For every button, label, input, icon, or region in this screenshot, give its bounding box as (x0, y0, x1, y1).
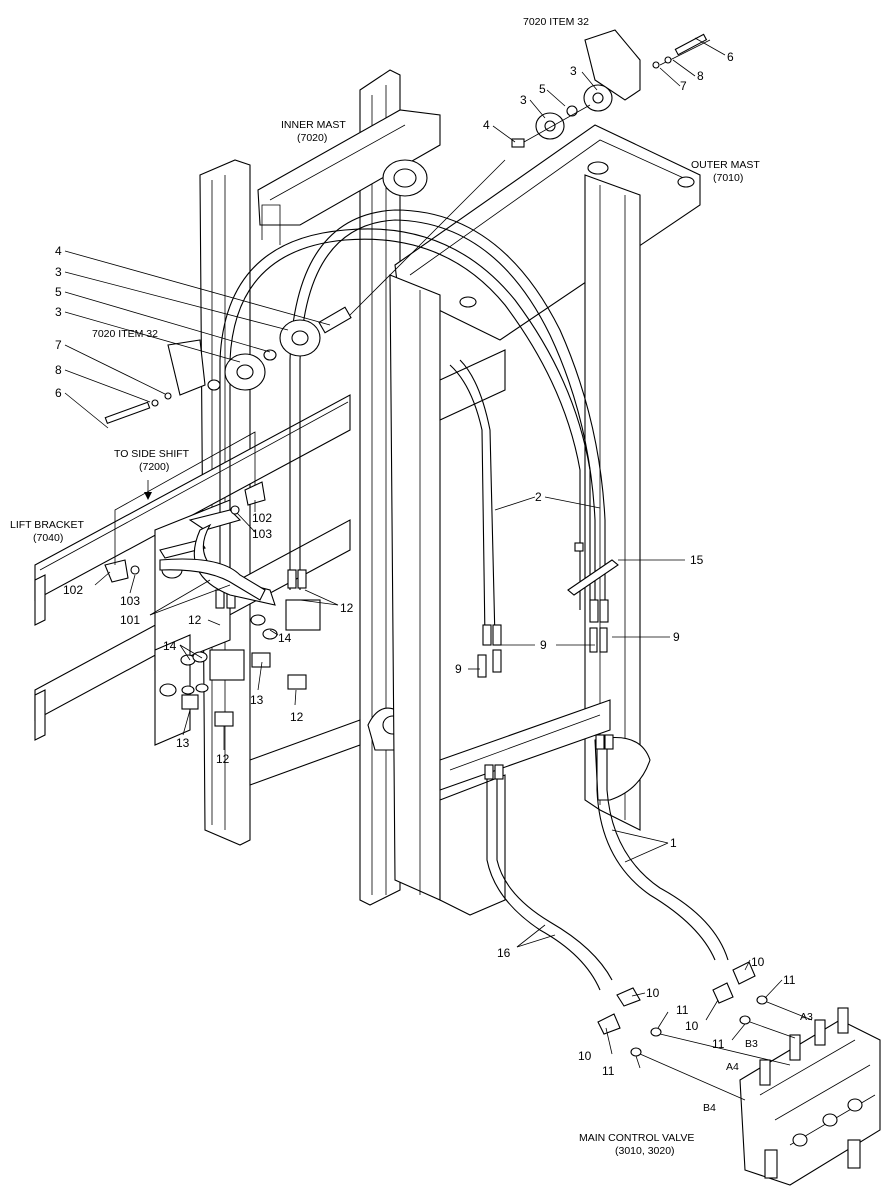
callout-3: 3 (570, 64, 577, 78)
outer-mast (389, 124, 701, 916)
caption-inner-mast: INNER MAST (281, 119, 346, 131)
callout-16: 16 (497, 946, 511, 960)
port-b3: B3 (745, 1038, 758, 1050)
caption-item32-top: 7020 ITEM 32 (523, 16, 589, 28)
port-a4: A4 (726, 1061, 739, 1073)
callout-7: 7 (55, 338, 62, 352)
callout-8: 8 (55, 363, 62, 377)
callout-6: 6 (727, 50, 734, 64)
hoses (219, 209, 729, 991)
callout-7: 7 (680, 79, 687, 93)
caption-item32-left: 7020 ITEM 32 (92, 328, 158, 340)
callout-102: 102 (252, 511, 272, 525)
callout-11: 11 (602, 1064, 615, 1078)
callout-8: 8 (697, 69, 704, 83)
caption-lift-bracket-num: (7040) (33, 532, 63, 544)
callout-101: 101 (120, 613, 140, 627)
callout-12: 12 (188, 613, 202, 627)
callout-15: 15 (690, 553, 704, 567)
callout-3: 3 (55, 305, 62, 319)
caption-inner-mast-num: (7020) (297, 132, 327, 144)
callout-10: 10 (685, 1019, 699, 1033)
callout-12: 12 (340, 601, 354, 615)
callout-6: 6 (55, 386, 62, 400)
callout-12: 12 (216, 752, 230, 766)
callout-9: 9 (540, 638, 547, 652)
callout-4: 4 (55, 244, 62, 258)
callout-13: 13 (250, 693, 264, 707)
callout-14: 14 (278, 631, 292, 645)
caption-outer-mast-num: (7010) (713, 172, 743, 184)
caption-lift-bracket: LIFT BRACKET (10, 519, 84, 531)
caption-control-valve: MAIN CONTROL VALVE (579, 1132, 694, 1144)
port-labels: A3 B3 A4 B4 (703, 1011, 813, 1114)
caption-outer-mast: OUTER MAST (691, 159, 760, 171)
callouts: 6 7 8 3 5 3 4 4 3 5 3 7 8 6 2 15 102 103… (55, 50, 796, 1078)
port-a3: A3 (800, 1011, 813, 1023)
captions: 7020 ITEM 32 7020 ITEM 32 INNER MAST (70… (10, 16, 760, 1157)
left-sheave-assembly (104, 319, 321, 425)
caption-side-shift-num: (7200) (139, 461, 169, 473)
callout-102: 102 (63, 583, 83, 597)
callout-9: 9 (673, 630, 680, 644)
callout-11: 11 (676, 1003, 689, 1017)
callout-5: 5 (539, 82, 546, 96)
callout-3: 3 (55, 265, 62, 279)
callout-1: 1 (670, 836, 677, 850)
callout-10: 10 (646, 986, 660, 1000)
callout-12: 12 (290, 710, 304, 724)
callout-3: 3 (520, 93, 527, 107)
fittings (104, 481, 768, 1057)
callout-2: 2 (535, 490, 542, 504)
callout-10: 10 (751, 955, 765, 969)
callout-9: 9 (455, 662, 462, 676)
callout-11: 11 (712, 1037, 725, 1051)
main-control-valve (639, 1001, 881, 1186)
callout-14: 14 (163, 639, 177, 653)
caption-side-shift: TO SIDE SHIFT (114, 448, 190, 460)
callout-13: 13 (176, 736, 190, 750)
callout-103: 103 (120, 594, 140, 608)
port-b4: B4 (703, 1102, 716, 1114)
callout-103: 103 (252, 527, 272, 541)
callout-10: 10 (578, 1049, 592, 1063)
callout-4: 4 (483, 118, 490, 132)
top-sheave-assembly (318, 29, 711, 334)
callout-5: 5 (55, 285, 62, 299)
callout-11: 11 (783, 973, 796, 987)
leader-lines (64, 37, 783, 1069)
caption-control-valve-num: (3010, 3020) (615, 1145, 675, 1157)
